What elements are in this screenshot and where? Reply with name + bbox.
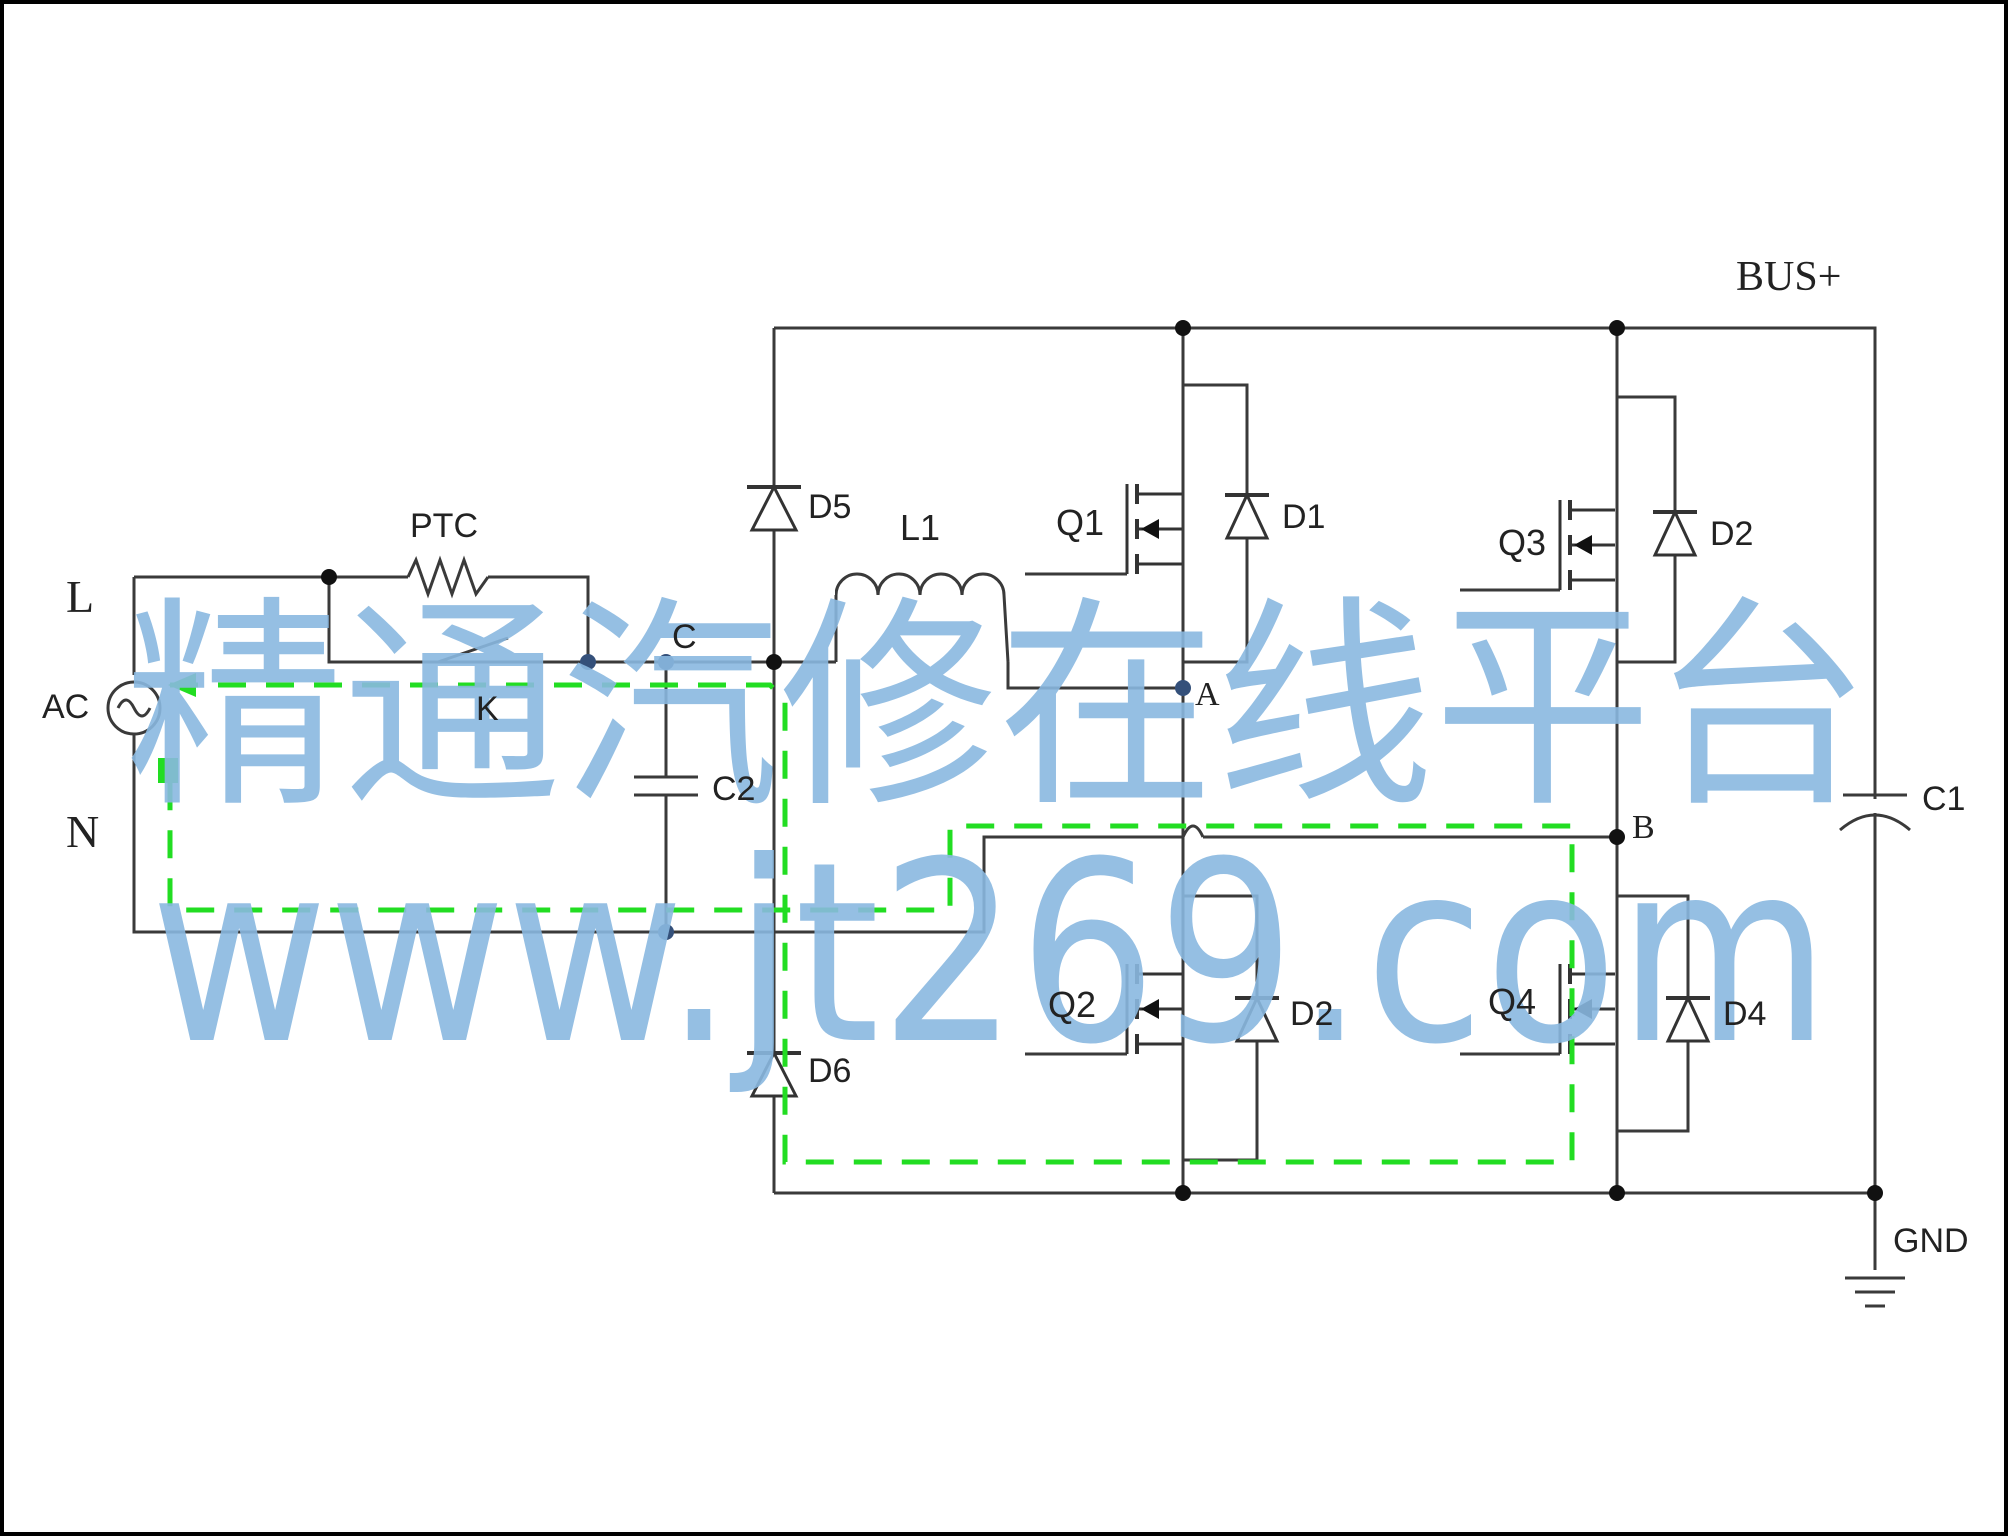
gnd-label: GND bbox=[1893, 1222, 1969, 1260]
node-b-label: B bbox=[1632, 809, 1655, 846]
mosfet-q1 bbox=[1125, 482, 1184, 576]
current-path bbox=[167, 682, 1575, 1165]
ptc-label: PTC bbox=[410, 507, 478, 545]
diode-d6-label: D6 bbox=[808, 1052, 851, 1090]
capacitor-c2-label: C2 bbox=[712, 770, 755, 808]
diode-d2-top-label: D2 bbox=[1710, 515, 1753, 553]
watermark: 精通汽修在线平台 www.jt269.com bbox=[125, 577, 1870, 1099]
relay-k-label: K bbox=[476, 690, 499, 728]
current-arrowhead bbox=[168, 673, 196, 697]
node-a-label: A bbox=[1195, 676, 1220, 713]
c1-gap bbox=[1860, 799, 1890, 813]
labels: BUS+ GND L N AC PTC K C A B C1 C2 L1 Q1 … bbox=[42, 254, 1969, 1260]
junction-dots bbox=[321, 320, 1883, 1201]
diode-d2-top bbox=[1652, 508, 1698, 557]
watermark-line2: www.jt269.com bbox=[150, 808, 1830, 1099]
diode-d2-bottom-label: D2 bbox=[1290, 995, 1333, 1033]
node-c-label: C bbox=[672, 618, 697, 656]
wires bbox=[132, 326, 1905, 1308]
capacitor-c2 bbox=[634, 775, 698, 797]
bus-plus-label: BUS+ bbox=[1736, 254, 1841, 300]
capacitor-c1-label: C1 bbox=[1922, 780, 1965, 818]
diode-d1 bbox=[1224, 491, 1270, 540]
diode-d1-label: D1 bbox=[1282, 498, 1325, 536]
diode-d4 bbox=[1665, 994, 1711, 1043]
current-path-marker bbox=[158, 758, 178, 783]
diode-d4-label: D4 bbox=[1723, 995, 1766, 1033]
neutral-n-label: N bbox=[66, 806, 99, 857]
mosfet-q2-label: Q2 bbox=[1048, 984, 1096, 1025]
diode-d2-bottom bbox=[1234, 994, 1280, 1043]
ac-source bbox=[106, 680, 162, 736]
diode-d5-label: D5 bbox=[808, 488, 851, 526]
diode-d5 bbox=[747, 483, 801, 532]
ac-source-label: AC bbox=[42, 688, 89, 726]
relay-switch-k bbox=[437, 636, 509, 664]
mosfet-q4-label: Q4 bbox=[1488, 981, 1536, 1022]
mosfet-q1-label: Q1 bbox=[1056, 502, 1104, 543]
diode-d6 bbox=[747, 1049, 801, 1098]
ptc-resistor bbox=[406, 555, 490, 599]
line-l-label: L bbox=[66, 571, 94, 622]
watermark-line1: 精通汽修在线平台 bbox=[125, 577, 1870, 838]
inductor-l1 bbox=[774, 565, 1010, 664]
mosfet-q3-label: Q3 bbox=[1498, 522, 1546, 563]
capacitor-c1 bbox=[1839, 793, 1911, 832]
inductor-l1-label: L1 bbox=[900, 507, 940, 548]
